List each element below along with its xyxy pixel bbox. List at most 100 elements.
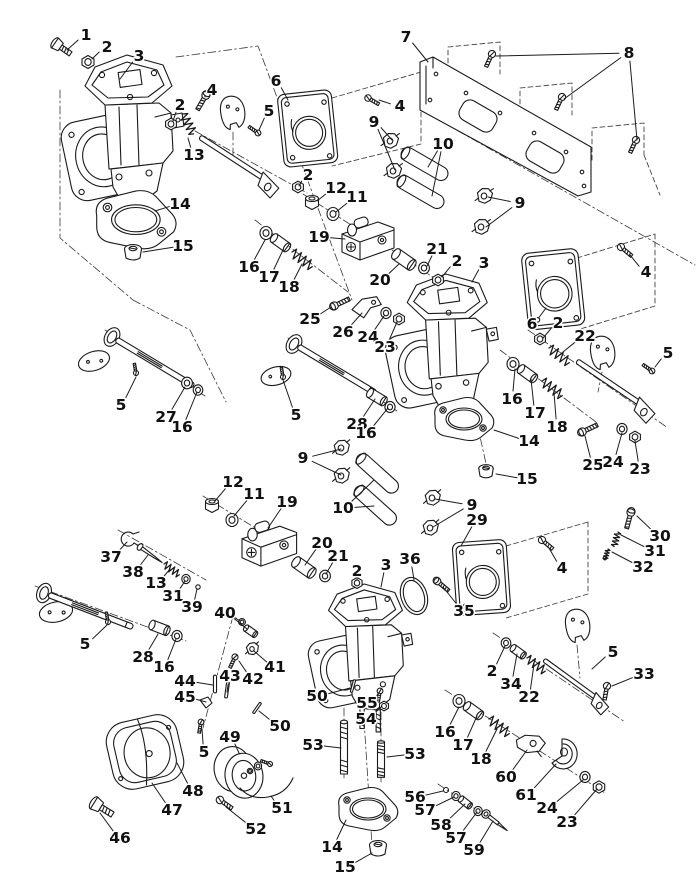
leader-line <box>294 264 302 280</box>
part-number-label: 51 <box>271 799 293 817</box>
leader-line <box>173 112 176 121</box>
leader-line <box>254 240 265 260</box>
part-number-label: 57 <box>414 801 436 819</box>
leader-line <box>313 449 341 456</box>
part-number-label: 23 <box>374 338 396 356</box>
locknut <box>304 194 320 211</box>
part-number-label: 4 <box>207 81 218 99</box>
leader-line <box>427 256 432 266</box>
part-number-label: 16 <box>501 390 523 408</box>
part-number-label: 5 <box>291 406 302 424</box>
leader-line <box>195 699 206 702</box>
part-number-label: 5 <box>116 396 127 414</box>
part-number-label: 2 <box>452 252 463 270</box>
leader-line <box>574 789 597 816</box>
leader-line <box>433 509 463 527</box>
part-number-label: 12 <box>222 473 244 491</box>
part-number-label: 3 <box>381 556 392 574</box>
leader-line <box>461 527 472 546</box>
leader-line <box>329 238 345 239</box>
leader-line <box>616 433 622 454</box>
leader-line <box>215 488 226 501</box>
leader-line <box>467 716 477 738</box>
leader-line <box>274 250 283 270</box>
washer <box>259 225 273 241</box>
leader-line <box>531 664 535 689</box>
part-number-label: 2 <box>553 314 564 332</box>
part-number-label: 49 <box>219 728 241 746</box>
leader-line <box>555 780 583 803</box>
part-number-label: 24 <box>357 328 379 346</box>
part-number-label: 56 <box>404 788 426 806</box>
part-number-label: 5 <box>80 635 91 653</box>
leader-line <box>350 313 362 326</box>
leader-line <box>585 436 590 457</box>
leader-line <box>177 763 188 784</box>
leader-line <box>462 812 477 832</box>
leader-line <box>179 581 185 590</box>
part-number-label: 2 <box>102 38 113 56</box>
part-number-label: 14 <box>169 195 191 213</box>
part-number-label: 6 <box>271 72 282 90</box>
leader-line <box>227 684 228 692</box>
washer <box>319 569 331 583</box>
part-number-label: 28 <box>346 415 368 433</box>
part-number-label: 34 <box>500 675 522 693</box>
part-number-label: 13 <box>183 146 205 164</box>
leader-line <box>152 783 166 804</box>
part-number-label: 22 <box>574 327 596 345</box>
washer <box>452 693 466 709</box>
washer <box>500 637 512 649</box>
leader-line <box>259 118 264 130</box>
washer <box>225 512 239 528</box>
part-number-label: 4 <box>395 97 406 115</box>
leader-line <box>326 563 333 574</box>
leader-line <box>353 506 374 508</box>
adapter-plate-1 <box>276 88 339 169</box>
part-number-label: 13 <box>145 574 167 592</box>
leader-line <box>434 797 454 807</box>
leader-line <box>630 255 639 266</box>
washer <box>171 630 183 642</box>
part-number-label: 61 <box>515 786 537 804</box>
part-number-label: 60 <box>495 768 517 786</box>
leader-line <box>363 399 375 418</box>
part-number-label: 6 <box>527 315 538 333</box>
leader-line <box>486 729 497 752</box>
part-number-label: 58 <box>430 816 452 834</box>
part-number-label: 21 <box>327 547 349 565</box>
leader-line <box>234 500 247 516</box>
leader-line <box>171 387 185 410</box>
part-number-label: 5 <box>663 344 674 362</box>
leader-line <box>378 129 395 170</box>
leader-line <box>488 197 510 202</box>
leader-line <box>635 441 638 461</box>
part-number-label: 5 <box>199 743 210 761</box>
part-number-label: 3 <box>479 254 490 272</box>
part-number-label: 9 <box>515 194 526 212</box>
locknut <box>204 497 220 514</box>
leader-line <box>480 821 494 843</box>
part-number-label: 44 <box>174 672 196 690</box>
leader-line <box>233 618 247 629</box>
leader-line <box>563 341 577 352</box>
part-number-label: 4 <box>557 559 568 577</box>
part-number-label: 17 <box>452 736 474 754</box>
leader-line <box>118 542 127 552</box>
leader-line <box>143 247 173 252</box>
part-number-label: 16 <box>355 424 377 442</box>
leader-line <box>450 707 459 725</box>
part-number-label: 18 <box>278 278 300 296</box>
leader-line <box>373 408 388 427</box>
leader-line <box>612 552 634 564</box>
washer <box>254 761 262 771</box>
part-number-label: 53 <box>404 745 426 763</box>
leader-line <box>163 569 170 577</box>
part-number-label: 50 <box>269 717 291 735</box>
leader-line <box>428 151 438 167</box>
part-number-label: 12 <box>325 179 347 197</box>
part-number-label: 37 <box>100 548 122 566</box>
flange-nut <box>81 54 95 70</box>
part-number-label: 18 <box>546 418 568 436</box>
part-number-label: 50 <box>306 687 328 705</box>
